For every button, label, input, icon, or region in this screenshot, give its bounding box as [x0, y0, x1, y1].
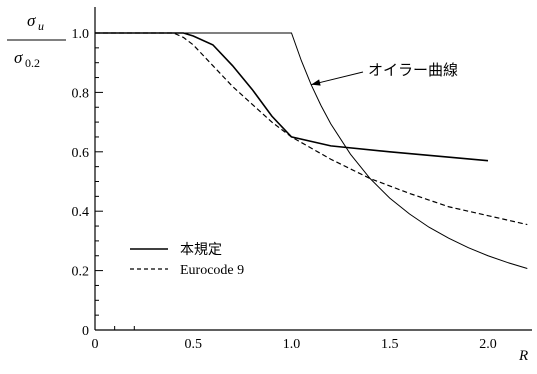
x-tick-label: 0 [92, 337, 99, 352]
legend-label-main: 本規定 [180, 242, 222, 258]
euler-curve [95, 32, 528, 269]
y-label-numerator-sub: u [38, 19, 44, 33]
x-tick-label: 0.5 [185, 337, 203, 352]
y-tick-label: 0 [82, 324, 89, 339]
main-provision-curve [95, 32, 489, 162]
series-group [95, 32, 528, 269]
y-tick-label: 0.4 [72, 205, 90, 220]
x-tick-label: 1.5 [381, 337, 399, 352]
legend: 本規定 Eurocode 9 [130, 242, 244, 278]
y-tick-label: 0.8 [72, 86, 90, 101]
euler-annotation-arrowhead [311, 79, 321, 86]
y-tick-label: 1.0 [72, 27, 90, 42]
axis-tick-labels: 0 0.5 1.0 1.5 2.0 0 0.2 0.4 0.6 0.8 1.0 [72, 27, 497, 352]
euler-annotation: オイラー曲線 [311, 62, 458, 86]
eurocode9-curve [95, 32, 528, 226]
y-tick-label: 0.2 [72, 265, 90, 280]
y-label-numerator: σ [27, 11, 36, 30]
x-tick-label: 2.0 [479, 337, 497, 352]
x-tick-label: 1.0 [283, 337, 301, 352]
y-label-denominator: σ [14, 48, 23, 67]
x-axis-label: R [518, 348, 528, 364]
y-axis-label: σ u σ 0.2 [7, 11, 66, 70]
axis-ticks [94, 32, 135, 331]
y-label-denominator-sub: 0.2 [25, 56, 40, 70]
euler-annotation-label: オイラー曲線 [368, 62, 458, 79]
y-tick-label: 0.6 [72, 146, 90, 161]
legend-label-eurocode: Eurocode 9 [180, 263, 244, 278]
